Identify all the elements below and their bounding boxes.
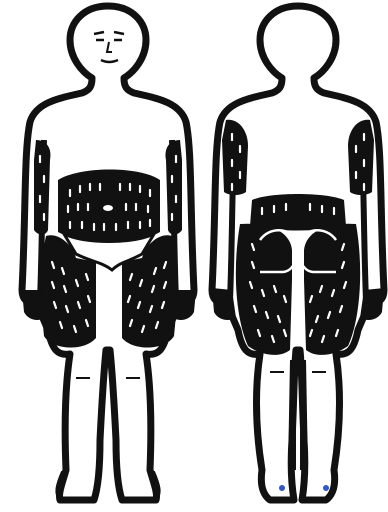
front-figure — [22, 6, 196, 500]
back-right-heel-accent — [323, 485, 329, 491]
back-left-hand-region — [212, 288, 236, 320]
front-left-forearm-region — [34, 140, 50, 235]
back-lower-back-region — [250, 194, 346, 231]
front-navel — [103, 205, 113, 211]
back-left-heel-accent — [279, 485, 285, 491]
back-right-upper-arm-region — [348, 120, 374, 195]
back-left-upper-arm-region — [222, 120, 248, 195]
back-left-buttock-thigh-region — [236, 224, 292, 355]
front-right-forearm-region — [166, 140, 182, 235]
back-right-hand-region — [360, 288, 384, 320]
back-right-buttock-thigh-region — [304, 224, 360, 355]
back-figure — [212, 6, 384, 500]
